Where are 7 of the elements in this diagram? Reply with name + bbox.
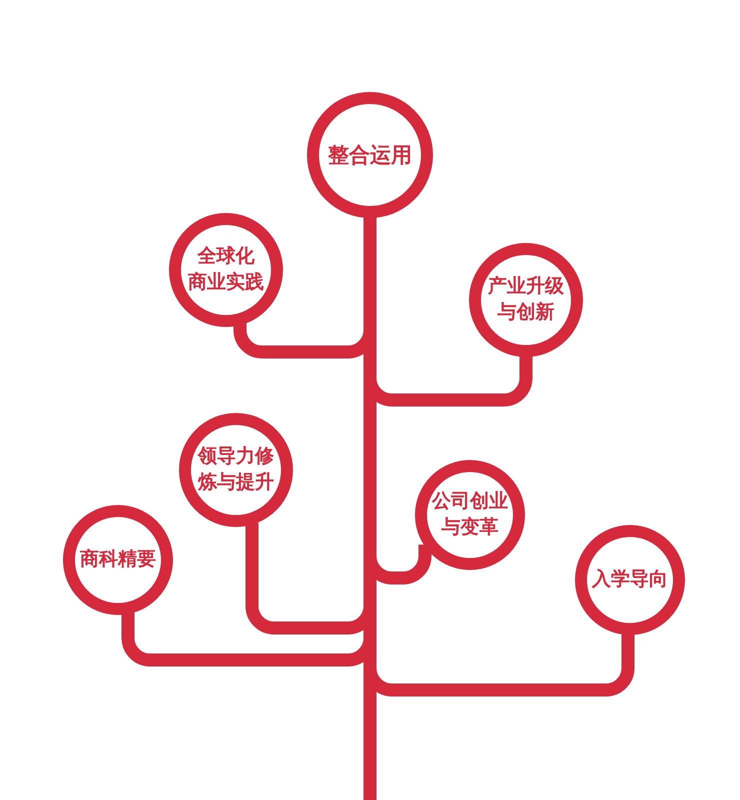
node-label: 整合运用: [328, 142, 412, 169]
node-label: 产业升级与创新: [488, 274, 564, 325]
node-label: 公司创业与变革: [432, 489, 508, 540]
node-label: 商科精要: [80, 547, 156, 572]
node-label: 领导力修炼与提升: [198, 444, 274, 495]
node-label: 入学导向: [592, 567, 668, 592]
node-label: 全球化商业实践: [188, 244, 264, 295]
